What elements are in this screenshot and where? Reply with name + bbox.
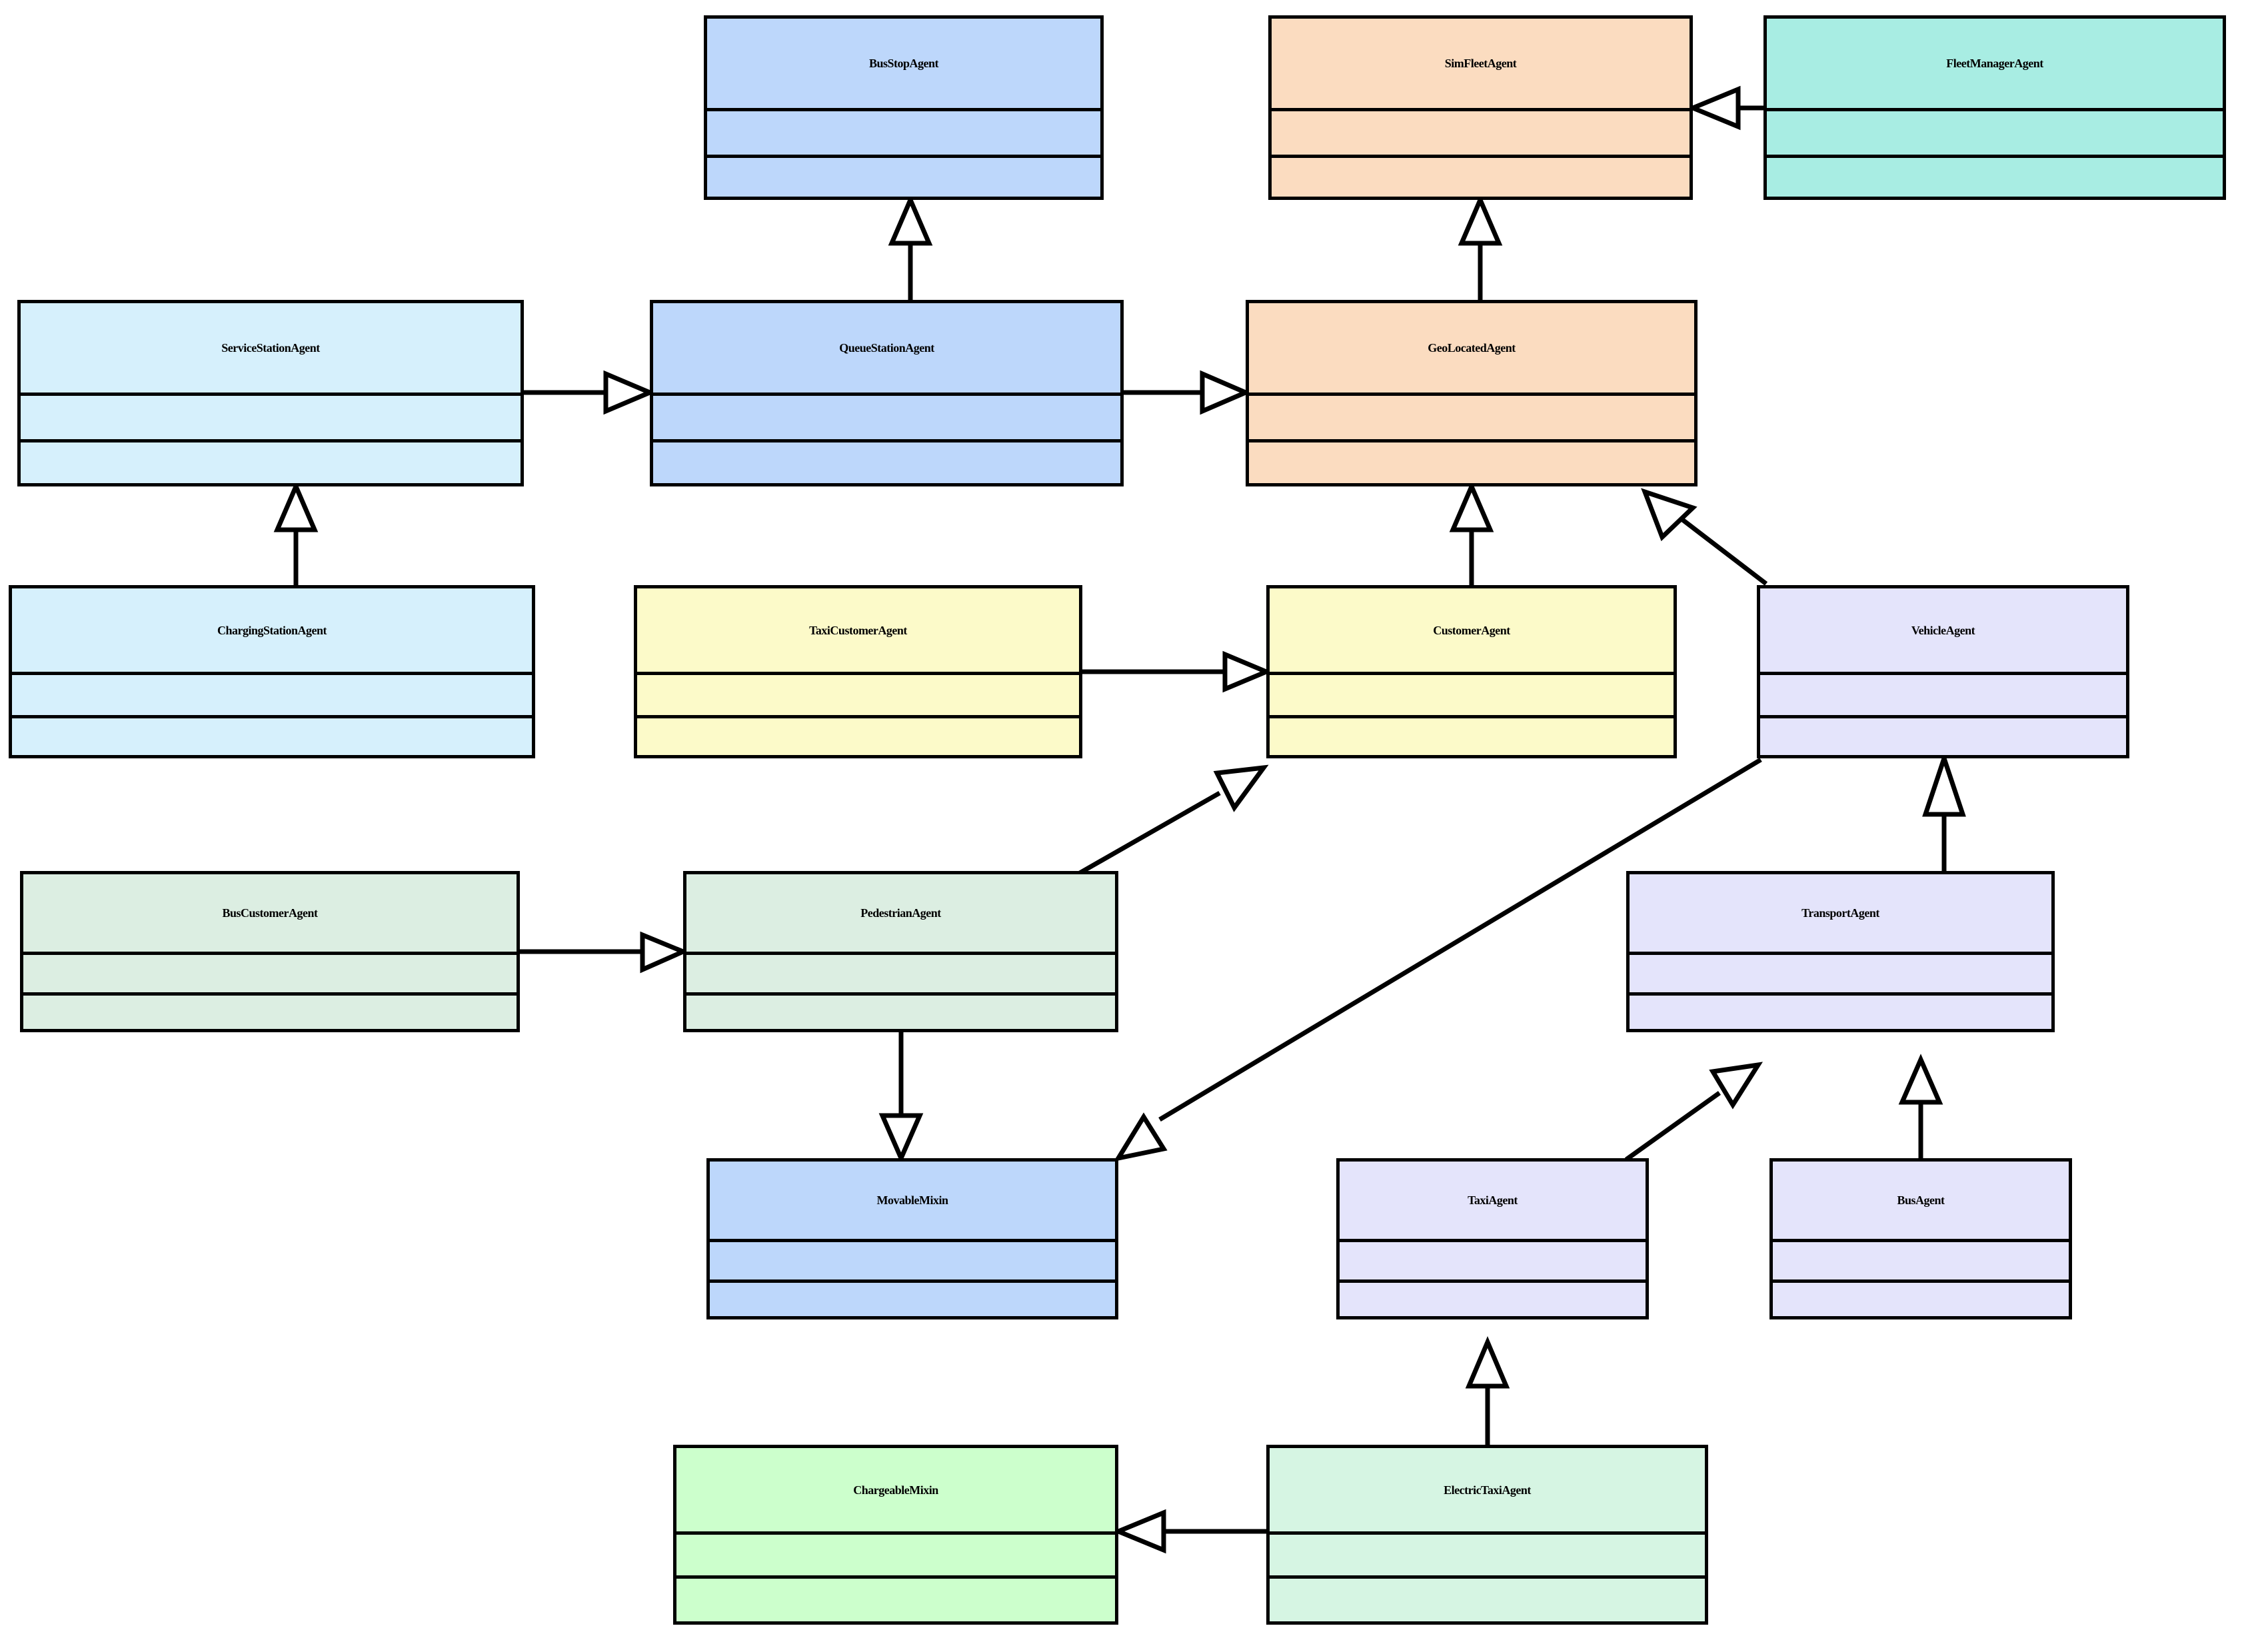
uml-class-pedestrianagent[interactable]: PedestrianAgent: [683, 871, 1118, 1032]
class-name-label: QueueStationAgent: [653, 303, 1120, 396]
class-attributes-compartment: [676, 1535, 1115, 1579]
uml-class-vehicleagent[interactable]: VehicleAgent: [1757, 585, 2129, 758]
class-attributes-compartment: [637, 675, 1079, 718]
class-operations-compartment: [637, 718, 1079, 755]
class-name-label: TransportAgent: [1630, 874, 2051, 955]
uml-class-fleetmanageragent[interactable]: FleetManagerAgent: [1763, 15, 2226, 200]
uml-class-taxiagent[interactable]: TaxiAgent: [1336, 1158, 1649, 1319]
uml-class-chargeablemixin[interactable]: ChargeableMixin: [673, 1445, 1118, 1625]
edge-electrictaxi-chargeablemixin: [1112, 1509, 1266, 1554]
class-attributes-compartment: [707, 111, 1100, 158]
class-name-label: PedestrianAgent: [686, 874, 1115, 955]
edge-customer-geolocated: [1449, 480, 1494, 585]
class-attributes-compartment: [686, 955, 1115, 996]
uml-class-movablemixin[interactable]: MovableMixin: [706, 1158, 1118, 1319]
uml-class-buscustomeragent[interactable]: BusCustomerAgent: [20, 871, 520, 1032]
uml-class-queuestationagent[interactable]: QueueStationAgent: [650, 300, 1124, 486]
class-name-label: TaxiAgent: [1340, 1162, 1646, 1242]
class-name-label: ElectricTaxiAgent: [1270, 1448, 1705, 1535]
class-operations-compartment: [23, 996, 517, 1029]
class-attributes-compartment: [1272, 111, 1690, 158]
edge-servicestation-queuestation: [524, 370, 656, 415]
class-name-label: ServiceStationAgent: [21, 303, 521, 396]
class-operations-compartment: [1270, 1579, 1705, 1621]
class-name-label: ChargingStationAgent: [12, 588, 532, 675]
class-operations-compartment: [1249, 442, 1694, 483]
uml-class-transportagent[interactable]: TransportAgent: [1626, 871, 2055, 1032]
edge-pedestrian-customer: [1078, 764, 1269, 876]
class-operations-compartment: [1630, 996, 2051, 1029]
edge-transport-vehicle: [1922, 750, 1966, 871]
class-operations-compartment: [12, 718, 532, 755]
class-operations-compartment: [686, 996, 1115, 1029]
class-attributes-compartment: [12, 675, 532, 718]
uml-class-customeragent[interactable]: CustomerAgent: [1266, 585, 1677, 758]
class-attributes-compartment: [1773, 1242, 2069, 1283]
uml-class-servicestationagent[interactable]: ServiceStationAgent: [17, 300, 524, 486]
class-attributes-compartment: [710, 1242, 1115, 1283]
uml-class-geolocatedagent[interactable]: GeoLocatedAgent: [1246, 300, 1698, 486]
edge-chargingstation-servicestation: [273, 480, 319, 585]
class-operations-compartment: [710, 1283, 1115, 1316]
class-name-label: GeoLocatedAgent: [1249, 303, 1694, 396]
edge-taxi-transport: [1624, 1062, 1763, 1162]
class-operations-compartment: [676, 1579, 1115, 1621]
uml-class-simfleetagent[interactable]: SimFleetAgent: [1268, 15, 1693, 200]
uml-class-busstopagent[interactable]: BusStopAgent: [704, 15, 1104, 200]
uml-class-chargingstationagent[interactable]: ChargingStationAgent: [9, 585, 535, 758]
class-operations-compartment: [1773, 1283, 2069, 1316]
edge-bus-transport: [1898, 1054, 1943, 1158]
class-attributes-compartment: [1340, 1242, 1646, 1283]
class-name-label: TaxiCustomerAgent: [637, 588, 1079, 675]
class-operations-compartment: [653, 442, 1120, 483]
uml-class-electrictaxiagent[interactable]: ElectricTaxiAgent: [1266, 1445, 1708, 1625]
class-name-label: ChargeableMixin: [676, 1448, 1115, 1535]
edge-fleetmanager-simfleet: [1686, 85, 1763, 131]
class-name-label: MovableMixin: [710, 1162, 1115, 1242]
class-operations-compartment: [21, 442, 521, 483]
class-attributes-compartment: [21, 396, 521, 442]
class-attributes-compartment: [653, 396, 1120, 442]
class-operations-compartment: [1760, 718, 2126, 755]
edge-queuestation-geolocated: [1124, 370, 1252, 415]
edge-queuestation-busstop: [888, 194, 933, 300]
class-operations-compartment: [1272, 158, 1690, 197]
class-name-label: BusStopAgent: [707, 19, 1100, 111]
class-attributes-compartment: [23, 955, 517, 996]
edge-electrictaxi-taxi: [1465, 1336, 1510, 1445]
edge-vehicle-geolocated: [1641, 488, 1768, 586]
class-operations-compartment: [707, 158, 1100, 197]
class-operations-compartment: [1270, 718, 1674, 755]
class-name-label: FleetManagerAgent: [1767, 19, 2223, 111]
class-operations-compartment: [1767, 158, 2223, 197]
class-attributes-compartment: [1760, 675, 2126, 718]
class-name-label: BusCustomerAgent: [23, 874, 517, 955]
class-attributes-compartment: [1270, 1535, 1705, 1579]
class-name-label: BusAgent: [1773, 1162, 2069, 1242]
class-attributes-compartment: [1767, 111, 2223, 158]
class-name-label: VehicleAgent: [1760, 588, 2126, 675]
class-name-label: CustomerAgent: [1270, 588, 1674, 675]
uml-class-busagent[interactable]: BusAgent: [1769, 1158, 2072, 1319]
class-attributes-compartment: [1270, 675, 1674, 718]
uml-class-taxicustomeragent[interactable]: TaxiCustomerAgent: [634, 585, 1082, 758]
class-name-label: SimFleetAgent: [1272, 19, 1690, 111]
edge-buscustomer-pedestrian: [520, 931, 689, 974]
edge-geolocated-simfleet: [1458, 194, 1503, 300]
class-operations-compartment: [1340, 1283, 1646, 1316]
edge-pedestrian-movablemixin: [878, 1032, 924, 1164]
class-attributes-compartment: [1630, 955, 2051, 996]
class-attributes-compartment: [1249, 396, 1694, 442]
edge-taxicustomer-customer: [1082, 650, 1273, 693]
